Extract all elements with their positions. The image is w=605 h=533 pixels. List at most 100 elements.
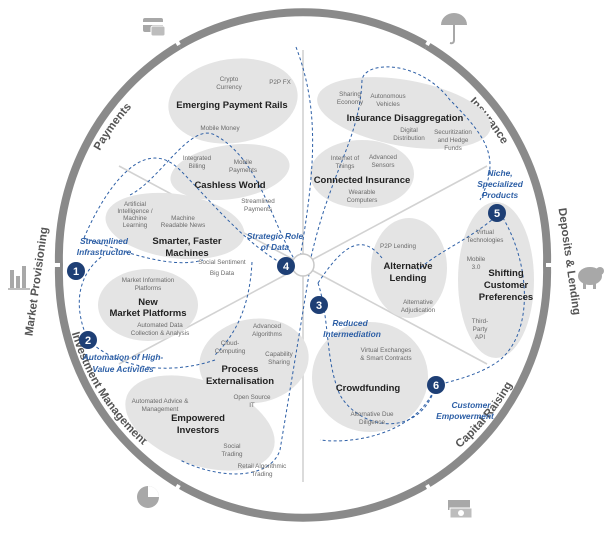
svg-text:6: 6 (433, 380, 439, 392)
cluster-backgrounds (98, 58, 534, 471)
svg-text:Securitization: Securitization (434, 129, 472, 136)
theme-3-line2: Intermediation (323, 329, 381, 339)
payment-card-icon (143, 18, 166, 37)
svg-text:Billing: Billing (189, 163, 206, 170)
cluster-shifting-customer-preferences: Virtual Technologies Mobile 3.0 Shifting… (467, 229, 534, 341)
svg-text:Capability: Capability (265, 351, 294, 358)
svg-text:4: 4 (283, 261, 290, 273)
svg-text:Currency: Currency (216, 84, 242, 91)
theme-labels: Streamlined Infrastructure Automation of… (77, 168, 524, 421)
theme-3-line1: Reduced (332, 318, 368, 328)
svg-text:API: API (475, 334, 485, 341)
svg-text:P2P Lending: P2P Lending (380, 243, 416, 250)
title-crowdfunding: Crowdfunding (336, 383, 401, 394)
svg-text:Computing: Computing (215, 348, 246, 355)
title-externalisation: Externalisation (206, 376, 274, 387)
svg-text:Social Sentiment: Social Sentiment (198, 259, 246, 266)
title-machines: Machines (165, 248, 208, 259)
cluster-empowered-investors: Automated Advice & Management Empowered … (132, 398, 287, 478)
svg-text:Intelligence /: Intelligence / (117, 208, 153, 215)
svg-text:Automated Data: Automated Data (137, 322, 183, 329)
svg-text:Machine: Machine (123, 215, 147, 222)
center-hub (291, 253, 315, 277)
cluster-connected-insurance: Internet of Things Advanced Sensors Conn… (314, 154, 411, 204)
ring-segment-deposits-lending (424, 265, 552, 488)
svg-text:Collection & Analysis: Collection & Analysis (131, 330, 189, 337)
theme-connectors (78, 46, 525, 475)
svg-text:Payments: Payments (244, 206, 272, 213)
title-shifting: Shifting (488, 268, 524, 279)
ring-segment-capital-raising (177, 480, 429, 522)
segment-label-market-provisioning: Market Provisioning (23, 226, 50, 337)
svg-text:Mobile Money: Mobile Money (200, 125, 240, 132)
theme-5-line1: Niche, (487, 168, 512, 178)
piggy-bank-icon (578, 267, 604, 289)
svg-text:Technologies: Technologies (467, 237, 504, 244)
title-empowered: Empowered (171, 413, 225, 424)
theme-badge-4: 4 (277, 257, 295, 275)
title-investors: Investors (177, 425, 219, 436)
svg-text:Platforms: Platforms (135, 285, 162, 292)
ring-segment-payments (177, 8, 429, 50)
segment-label-deposits-lending: Deposits & Lending (556, 207, 583, 316)
pie-chart-icon (137, 486, 159, 508)
svg-text:Algorithms: Algorithms (252, 331, 282, 338)
title-lending: Lending (390, 273, 427, 284)
svg-text:Social: Social (223, 443, 240, 450)
svg-text:Funds: Funds (444, 145, 462, 152)
svg-text:Adjudication: Adjudication (401, 307, 436, 314)
theme-badge-2: 2 (79, 331, 97, 349)
cluster-crowdfunding: Virtual Exchanges & Smart Contracts Crow… (336, 347, 412, 426)
svg-text:& Smart Contracts: & Smart Contracts (360, 355, 411, 362)
cluster-process-externalisation: Advanced Algorithms Cloud- Computing Cap… (206, 323, 294, 409)
title-preferences: Preferences (479, 292, 533, 303)
ring-segment-insurance (424, 42, 552, 265)
svg-text:Sharing: Sharing (268, 359, 290, 366)
svg-text:Mobile: Mobile (234, 159, 253, 166)
svg-text:Retail Algorithmic: Retail Algorithmic (238, 463, 287, 470)
title-connected-insurance: Connected Insurance (314, 175, 411, 186)
svg-text:Market Information: Market Information (122, 277, 175, 284)
title-process: Process (222, 364, 259, 375)
svg-text:Economy: Economy (337, 99, 364, 106)
title-insurance-disaggregation: Insurance Disaggregation (347, 113, 464, 124)
svg-text:Party: Party (473, 326, 489, 333)
theme-1-line2: Infrastructure (77, 247, 132, 257)
svg-text:Alternative Due: Alternative Due (350, 411, 394, 418)
svg-text:Alternative: Alternative (403, 299, 433, 306)
cluster-emerging-payment-rails: Crypto Currency P2P FX Emerging Payment … (176, 76, 291, 132)
svg-text:Virtual Exchanges: Virtual Exchanges (361, 347, 412, 354)
svg-text:Trading: Trading (251, 471, 273, 478)
svg-text:Automated Advice &: Automated Advice & (132, 398, 190, 405)
svg-text:and Hedge: and Hedge (438, 137, 469, 144)
svg-text:Learning: Learning (123, 222, 148, 229)
svg-text:P2P FX: P2P FX (269, 79, 291, 86)
svg-text:Trading: Trading (221, 451, 243, 458)
svg-text:Vehicles: Vehicles (376, 101, 399, 108)
svg-text:Diligence: Diligence (359, 419, 385, 426)
title-customer: Customer (484, 280, 529, 291)
bar-chart-icon (8, 266, 30, 290)
theme-6-line2: Empowerment (436, 411, 495, 421)
theme-2-line1: Automation of High- (82, 352, 164, 362)
cluster-alternative-lending: P2P Lending Alternative Lending Alternat… (380, 243, 436, 314)
svg-text:Advanced: Advanced (369, 154, 398, 161)
svg-text:Cloud-: Cloud- (221, 340, 240, 347)
svg-text:2: 2 (85, 335, 91, 347)
svg-text:Sharing: Sharing (339, 91, 361, 98)
svg-text:Big Data: Big Data (210, 270, 235, 277)
svg-text:Crypto: Crypto (220, 76, 239, 83)
theme-badge-3: 3 (310, 296, 328, 314)
theme-badge-6: 6 (427, 376, 445, 394)
theme-4-line2: of Data (261, 242, 290, 252)
cluster-insurance-disaggregation: Sharing Economy Autonomous Vehicles Insu… (337, 91, 473, 152)
umbrella-icon (441, 13, 467, 45)
theme-5-line3: Products (482, 190, 519, 200)
money-stack-icon (448, 500, 473, 519)
svg-text:Autonomous: Autonomous (370, 93, 405, 100)
svg-text:Advanced: Advanced (253, 323, 282, 330)
theme-4-line1: Strategic Role (247, 231, 304, 241)
theme-2-line2: Value Activities (92, 364, 154, 374)
svg-text:3.0: 3.0 (472, 264, 481, 271)
